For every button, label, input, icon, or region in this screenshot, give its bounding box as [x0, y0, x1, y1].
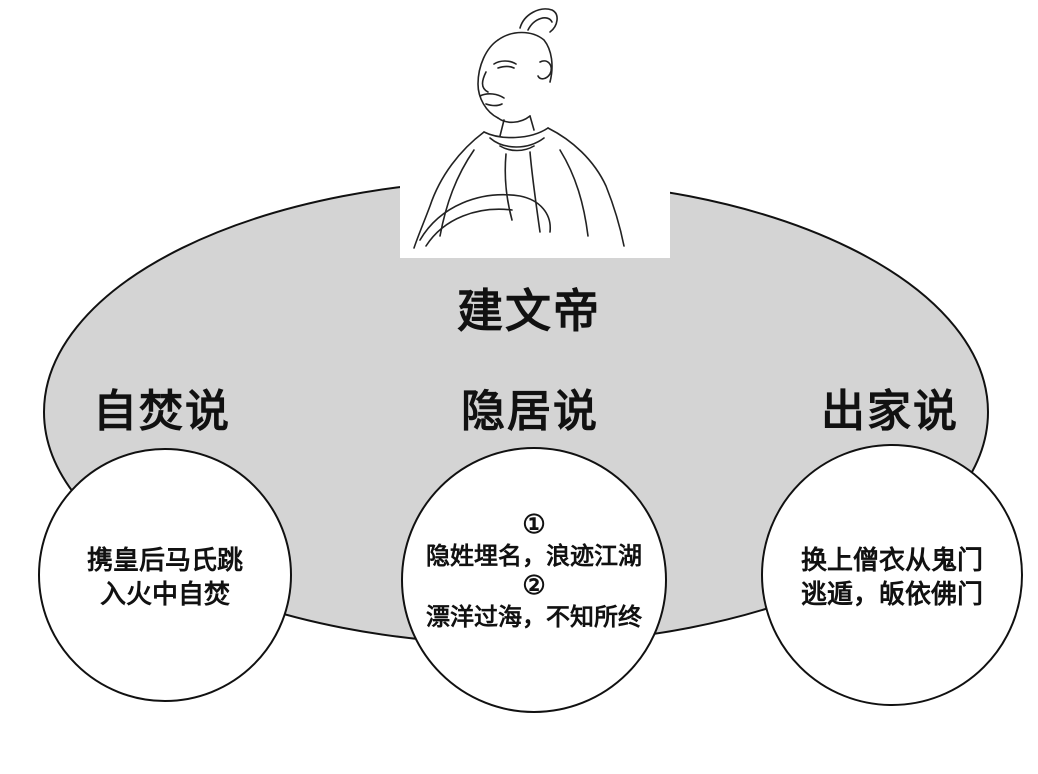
item-marker-1: ①: [522, 510, 546, 540]
item-marker-2: ②: [522, 571, 546, 601]
monk-description: 换上僧衣从鬼门 逃遁，皈依佛门: [760, 544, 1024, 612]
middle-bubble: [401, 447, 667, 713]
description-line: 携皇后马氏跳: [86, 546, 243, 576]
emperor-portrait-icon: [413, 8, 625, 249]
description-line: 隐姓埋名，浪迹江湖: [426, 541, 642, 570]
main-title: 建文帝: [457, 284, 601, 338]
description-line: 换上僧衣从鬼门: [800, 546, 983, 576]
theory-monk-title: 出家说: [821, 386, 959, 437]
portrait-frame: [400, 0, 670, 258]
theory-self-immolation-title: 自焚说: [93, 386, 231, 437]
self-immolation-description: 携皇后马氏跳 入火中自焚: [40, 544, 290, 612]
description-line: 漂洋过海，不知所终: [426, 602, 642, 631]
right-bubble: [761, 444, 1023, 706]
description-line: 入火中自焚: [99, 580, 230, 610]
theory-seclusion-title: 隐居说: [461, 386, 599, 437]
description-line: 逃遁，皈依佛门: [800, 580, 983, 610]
left-bubble: [38, 448, 292, 702]
seclusion-description: ① 隐姓埋名，浪迹江湖 ② 漂洋过海，不知所终: [402, 510, 666, 632]
